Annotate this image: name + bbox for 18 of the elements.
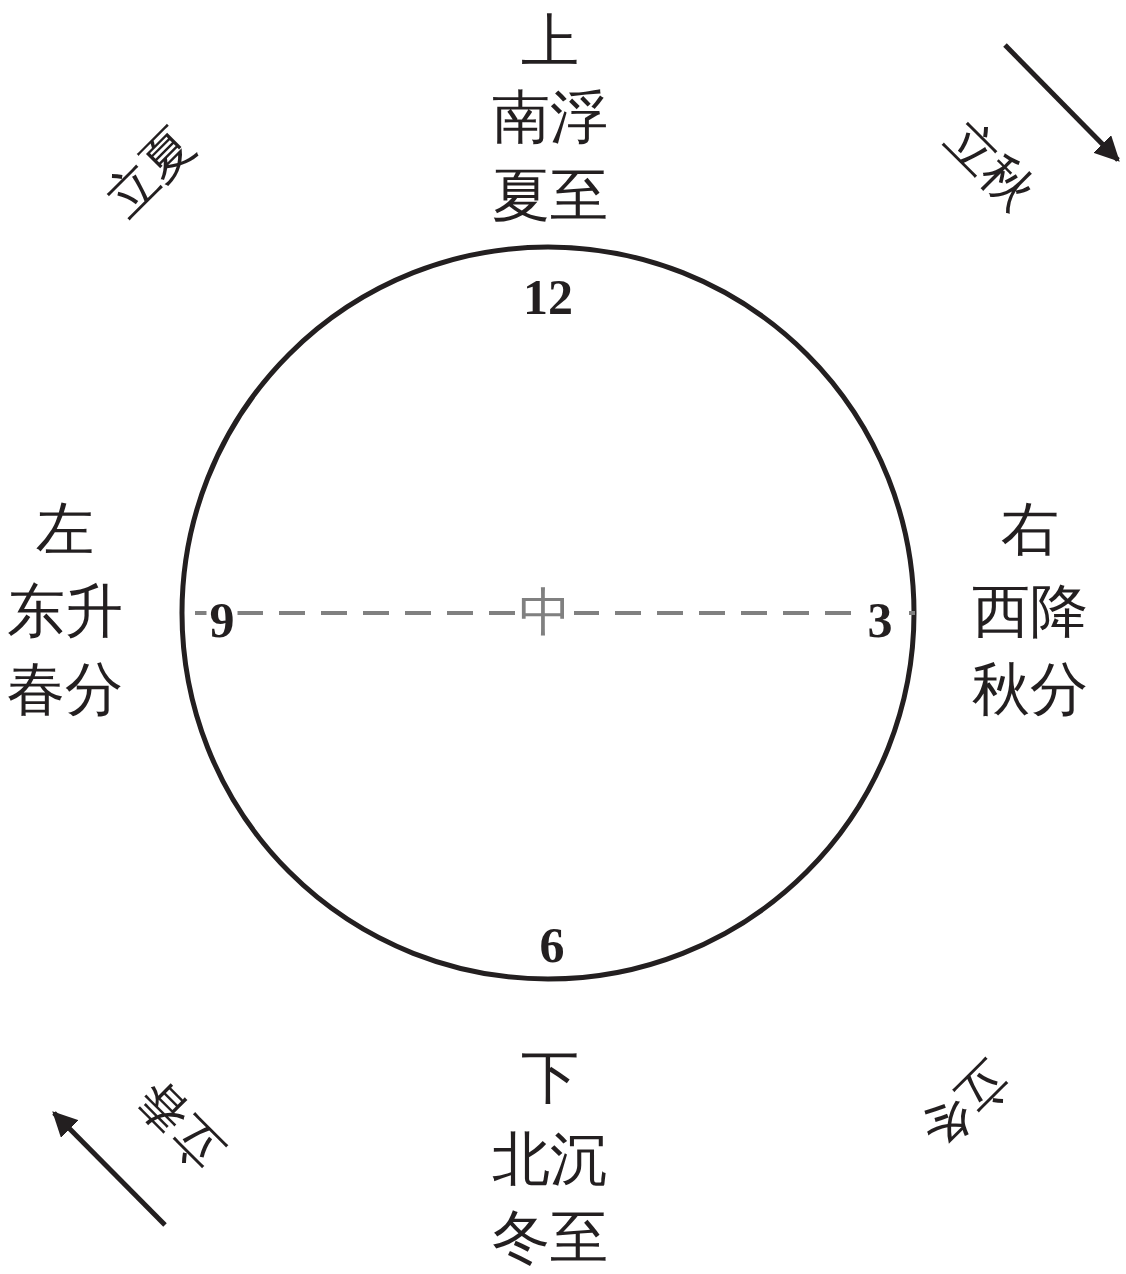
place-label: 西降 bbox=[972, 583, 1088, 641]
season-label: 秋分 bbox=[972, 661, 1088, 719]
place-label: 东升 bbox=[7, 583, 123, 641]
season-label: 夏至 bbox=[492, 167, 608, 225]
season-label: 冬至 bbox=[492, 1209, 608, 1267]
place-label: 北沉 bbox=[492, 1131, 608, 1189]
season-label: 立春 bbox=[126, 1071, 234, 1179]
season-label: 立秋 bbox=[936, 111, 1044, 219]
direction-label: 右 bbox=[1001, 501, 1059, 559]
place-label: 南浮 bbox=[492, 89, 608, 147]
season-label: 春分 bbox=[7, 661, 123, 719]
season-label: 立夏 bbox=[96, 118, 204, 226]
season-label: 立冬 bbox=[911, 1051, 1019, 1159]
direction-label: 上 bbox=[521, 13, 579, 71]
hour-number: 6 bbox=[539, 920, 565, 970]
direction-label: 下 bbox=[521, 1049, 579, 1107]
hour-number: 12 bbox=[523, 272, 573, 322]
direction-label: 左 bbox=[36, 501, 94, 559]
